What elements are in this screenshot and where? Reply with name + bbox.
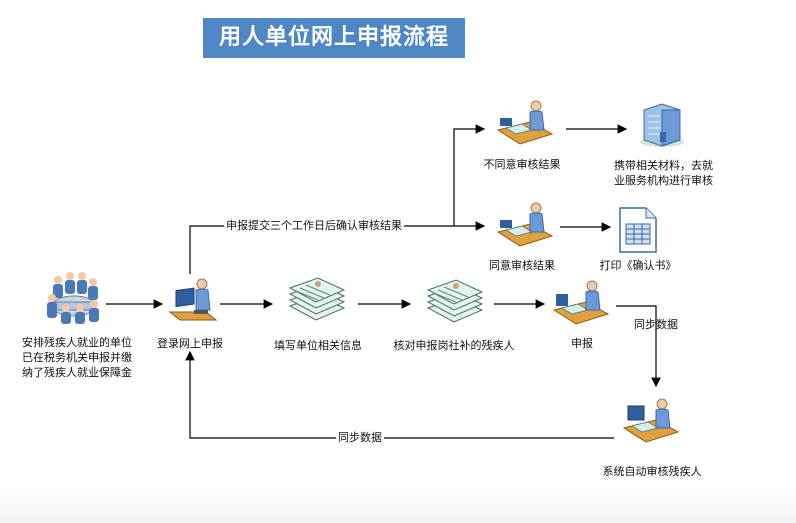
page-title: 用人单位网上申报流程 xyxy=(203,18,465,58)
edge-auto-login xyxy=(185,350,614,439)
disagree-reviewer-icon xyxy=(496,100,554,145)
spreadsheet-document-icon xyxy=(619,207,657,253)
submit-label: 申报 xyxy=(571,337,593,350)
meeting-group-icon xyxy=(47,272,99,324)
office-building-icon xyxy=(640,103,684,147)
confirm-edge-label: 申报提交三个工作日后确认审核结果 xyxy=(224,219,404,232)
edge-submit-auto xyxy=(616,305,661,388)
documents-stack-icon xyxy=(288,277,346,321)
sync-down-label: 同步数据 xyxy=(634,318,678,331)
fill-label: 填写单位相关信息 xyxy=(274,339,362,352)
bring-materials-label: 携带相关材料，去就 业服务机构进行审核 xyxy=(614,158,713,188)
agree-reviewer-icon xyxy=(496,202,554,247)
employer-label-line-1: 安排残疾人就业的单位 xyxy=(22,336,132,349)
employer-label-line-3: 纳了残疾人就业保障金 xyxy=(22,366,132,379)
login-label: 登录网上申报 xyxy=(157,337,223,350)
documents-check-icon xyxy=(426,279,484,323)
system-review-icon xyxy=(622,398,680,443)
edge-login-confirm xyxy=(189,225,454,274)
edge-to-disagree xyxy=(453,124,486,226)
bring-label-line-2: 业服务机构进行审核 xyxy=(614,174,713,187)
disagree-label: 不同意审核结果 xyxy=(483,158,561,171)
employer-label-line-2: 已在税务机关申报并缴 xyxy=(22,351,132,364)
person-at-computer-icon xyxy=(168,278,218,321)
person-at-desk-icon xyxy=(552,280,610,325)
verify-label: 核对申报岗社补的残疾人 xyxy=(393,339,515,352)
print-label: 打印《确认书》 xyxy=(599,259,677,272)
bring-label-line-1: 携带相关材料，去就 xyxy=(614,159,713,172)
employer-label: 安排残疾人就业的单位 已在税务机关申报并缴 纳了残疾人就业保障金 xyxy=(22,335,132,380)
sync-back-label: 同步数据 xyxy=(336,431,384,444)
agree-label: 同意审核结果 xyxy=(489,259,555,272)
auto-review-label: 系统自动审核残疾人 xyxy=(602,465,702,478)
